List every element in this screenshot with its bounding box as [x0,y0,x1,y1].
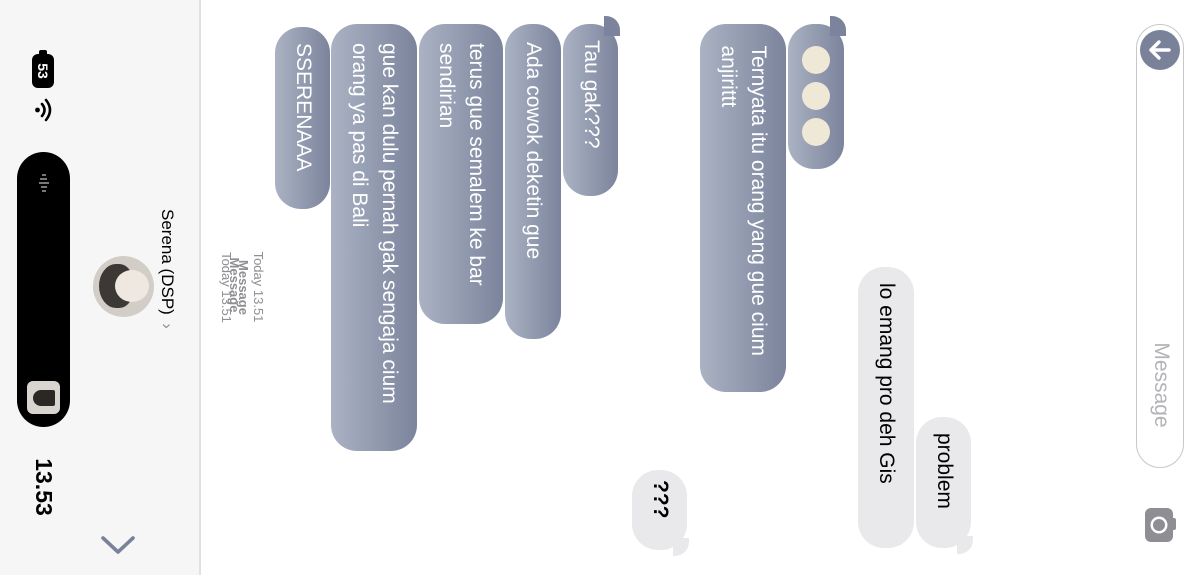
service-label: Message [227,257,242,313]
bubble-tail [673,538,689,556]
message-text: terus gue semalem ke bar sendirian [435,43,488,286]
status-time: 13.53 [31,458,57,516]
header-divider [200,0,201,575]
contact-name-row[interactable]: Serena (DSP) › [154,209,180,414]
message-text: problem [932,432,956,509]
message-text: lo emang pro deh Gis [875,282,898,484]
island-thumbnail [27,381,60,414]
bubble-tail [830,16,846,36]
island-waveform-icon [39,174,49,200]
timestamp-label: Today 13.51 [251,251,266,323]
message-bubble-received[interactable]: ??? [632,470,687,550]
contact-name: Serena (DSP) [158,209,177,315]
arrow-up-icon [1149,40,1171,60]
bubble-tail [957,536,973,554]
message-text: 😫😫😫 [788,24,789,25]
message-bubble-sent[interactable]: terus gue semalem ke bar sendirian [419,24,503,324]
message-bubble-received[interactable]: problem [916,417,971,548]
message-text: Ternyata itu orang yang gue cium anjirit… [717,45,770,357]
send-button[interactable] [1140,30,1180,70]
message-text: SSERENAAA [291,43,315,172]
message-text: Ada cowok deketin gue [522,41,545,259]
weary-face-icon [802,118,830,146]
chevron-down-icon[interactable] [100,533,136,557]
battery-level: 53 [35,63,51,79]
message-text: ??? [648,480,672,519]
message-bubble-sent[interactable]: Ada cowok deketin gue [505,24,561,339]
contact-avatar[interactable] [93,256,154,317]
message-input-placeholder: Message [1150,342,1173,428]
contact-chevron-icon: › [158,323,177,329]
message-bubble-sent[interactable]: Tau gak??? [563,24,618,196]
battery-indicator: 53 [32,50,54,88]
dynamic-island [17,152,70,427]
message-bubble-received[interactable]: lo emang pro deh Gis [858,267,914,548]
weary-face-icon [802,82,830,110]
message-text: gue kan dulu pernah gak sengaja cium ora… [348,42,401,404]
conversation-date-label: Message Today 13.51 [220,246,266,336]
message-bubble-sent[interactable]: gue kan dulu pernah gak sengaja cium ora… [331,24,417,451]
wifi-icon [35,98,52,122]
message-input[interactable]: Message [1136,24,1184,468]
camera-icon[interactable] [1144,504,1178,544]
message-bubble-sent[interactable]: SSERENAAA [275,27,330,209]
message-bubble-sent-emoji[interactable]: 😫😫😫 [788,24,844,169]
bubble-tail [604,16,620,36]
message-text: Tau gak??? [579,40,603,149]
weary-face-icon [802,46,830,74]
message-bubble-sent[interactable]: Ternyata itu orang yang gue cium anjirit… [700,24,786,392]
